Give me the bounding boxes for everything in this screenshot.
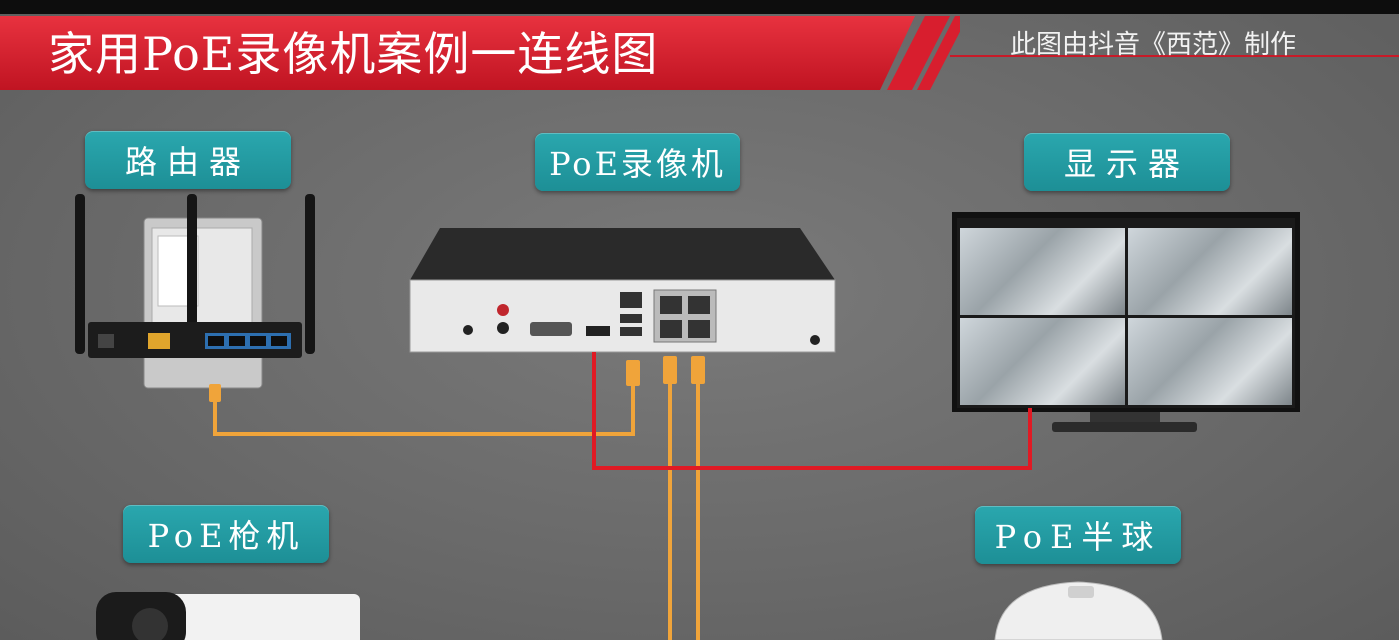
rj45-plugs <box>209 356 705 402</box>
hard-drive <box>143 217 263 389</box>
dome-camera-label: PoE半球 <box>975 506 1181 564</box>
top-black-bar <box>0 0 1399 14</box>
dome-camera <box>994 581 1163 640</box>
bullet-camera <box>96 592 360 640</box>
credit-text: 此图由抖音《西范》制作 <box>1010 30 1297 60</box>
bullet-camera-label: PoE枪机 <box>123 505 329 563</box>
camera-feed-2 <box>1127 228 1292 315</box>
camera-feed-1 <box>960 228 1125 315</box>
title-banner <box>0 16 960 90</box>
hdmi-cable <box>592 352 1032 470</box>
network-cables <box>213 382 700 640</box>
router <box>75 194 315 358</box>
router-label: 路由器 <box>85 131 291 189</box>
diagram-title: 家用PoE录像机案例一连线图 <box>48 27 659 81</box>
camera-feed-3 <box>960 318 1125 405</box>
poe-nvr <box>409 228 836 353</box>
camera-feed-4 <box>1127 318 1292 405</box>
monitor-label: 显示器 <box>1024 133 1230 191</box>
monitor-screen <box>957 218 1295 408</box>
nvr-label: PoE录像机 <box>535 133 740 191</box>
